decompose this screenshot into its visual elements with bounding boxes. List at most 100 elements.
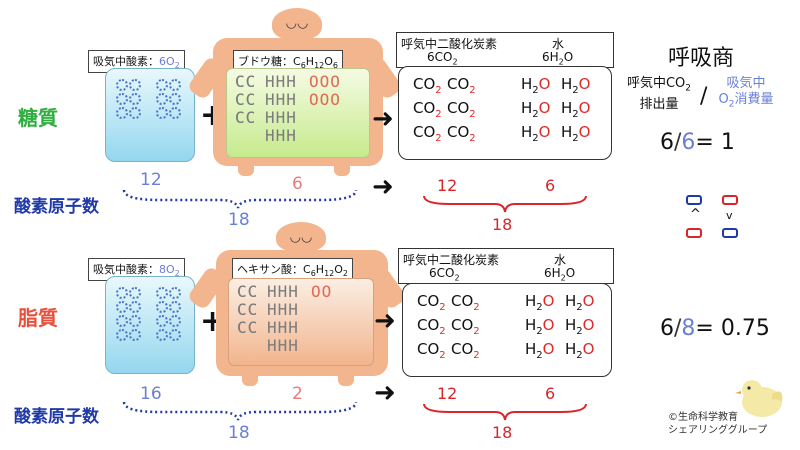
co2-molecule: CO2 (451, 316, 480, 337)
chick-mascot-icon (735, 380, 783, 417)
hydrogen-atoms: HHH (265, 90, 297, 109)
hydrogen-atoms: HHH (267, 282, 299, 301)
oxygen-atom-icon (169, 301, 181, 313)
oxygen-molecule-icon (116, 93, 148, 105)
oxygen-atom-icon (156, 329, 168, 341)
glucose-robot-left-leg (238, 164, 254, 176)
oxygen-atom-icon (169, 315, 181, 327)
lipid-rq-ratio: 6/8= 0.75 (660, 316, 770, 341)
compare-symbol-left: ^ (690, 207, 701, 222)
lipid-products-header: 呼気中二酸化炭素 水 6CO2 6H2O (398, 248, 614, 284)
glucose-robot-head: ◡◡‿ (272, 8, 322, 44)
oxygen-molecule-icon (116, 315, 148, 327)
oxygen-molecule-icon (156, 107, 188, 119)
oxygen-molecule-icon (116, 287, 148, 299)
lipid-molecule-tag: ヘキサン酸：C6H12O2 (232, 258, 354, 282)
lipid-robot-left-leg (242, 374, 258, 386)
oxygen-atom-icon (129, 79, 141, 91)
glucose-oxygen-arrow: ➜ (372, 172, 394, 202)
hydrogen-atoms: HHH (267, 336, 299, 355)
glucose-row-label: 糖質 (18, 106, 58, 130)
glucose-robot-right-leg (334, 164, 350, 176)
lipid-input-total: 18 (228, 423, 250, 443)
oxygen-atom-icon (129, 93, 141, 105)
glucose-input-brace (122, 189, 358, 209)
rq-numerator-line1: 呼気中CO (626, 76, 686, 91)
h2o-molecule: H2O (565, 292, 595, 313)
lipid-co2-oxygen-atoms: 12 (437, 384, 458, 403)
carbon-atoms: CC (235, 108, 257, 127)
h2o-molecule: H2O (525, 340, 555, 361)
carbon-atoms: CC (237, 318, 259, 337)
oxygen-atom-icon (129, 329, 141, 341)
co2-molecule: CO2 (413, 123, 442, 144)
compare-blue-bottom (722, 228, 738, 238)
oxygen-atom-icon (129, 287, 141, 299)
oxygen-atom-icon (116, 93, 128, 105)
oxygen-atom-icon (156, 301, 168, 313)
oxygen-molecule-icon (156, 79, 188, 91)
oxygen-atom-icon (116, 301, 128, 313)
oxygen-molecule-icon (156, 93, 188, 105)
glucose-input-total: 18 (228, 210, 250, 230)
h2o-molecule: H2O (561, 75, 591, 96)
glucose-oxygen-count-label: 酸素原子数 (14, 197, 99, 217)
h2o-molecule: H2O (521, 99, 551, 120)
hydrogen-atoms: HHH (267, 300, 299, 319)
carbon-atoms: CC (237, 282, 259, 301)
h2o-molecule: H2O (525, 292, 555, 313)
lipid-output-total: 18 (492, 423, 513, 442)
lipid-input-brace (122, 401, 358, 421)
oxygen-atom-icon (169, 93, 181, 105)
co2-molecule: CO2 (451, 340, 480, 361)
glucose-o2-box (105, 68, 195, 162)
oxygen-molecule-icon (156, 301, 188, 313)
molecule-atom-row: HHH (235, 127, 349, 145)
lipid-oxygen-count-label: 酸素原子数 (14, 407, 99, 427)
glucose-h2o-oxygen-atoms: 6 (545, 176, 556, 195)
molecule-atom-row: HHH (237, 337, 351, 355)
co2-molecule: CO2 (447, 99, 476, 120)
h2o-molecule: H2O (521, 75, 551, 96)
oxygen-atom-icon (156, 107, 168, 119)
glucose-output-brace (423, 195, 587, 213)
lipid-robot-right-leg (338, 374, 354, 386)
rq-denominator-line2: 消費量 (734, 92, 774, 107)
oxygen-atoms: OOO (309, 90, 341, 109)
glucose-molecule-tag: ブドウ糖：C6H12O6 (233, 50, 344, 74)
lipid-o2-oxygen-atoms: 16 (140, 384, 162, 404)
hydrogen-atoms: HHH (265, 126, 297, 145)
lipid-robot-head: ◡◡‿ (276, 222, 326, 257)
rq-numerator-line2: 排出量 (639, 96, 679, 112)
glucose-products-header: 呼気中二酸化炭素 水 6CO2 6H2O (396, 32, 614, 68)
oxygen-molecule-icon (116, 79, 148, 91)
credit-line1: ©生命科学教育 (668, 412, 738, 423)
co2-molecule: CO2 (447, 75, 476, 96)
oxygen-atom-icon (156, 79, 168, 91)
rq-denominator-line1: 吸気中 (726, 76, 766, 91)
robot-face-icon: ◡◡‿ (285, 16, 309, 44)
glucose-o2-tag: 吸気中酸素：6O2 (88, 50, 185, 74)
oxygen-molecule-icon (156, 287, 188, 299)
co2-molecule: CO2 (417, 340, 446, 361)
co2-molecule: CO2 (417, 292, 446, 313)
compare-blue-top (686, 195, 702, 205)
copyright-credit: ©生命科学教育 シェアリンググループ (668, 411, 767, 437)
glucose-output-total: 18 (492, 215, 513, 234)
oxygen-atom-icon (116, 329, 128, 341)
h2o-molecule: H2O (565, 316, 595, 337)
oxygen-atom-icon (156, 287, 168, 299)
oxygen-molecule-icon (116, 107, 148, 119)
lipid-oxygen-arrow: ➜ (374, 378, 396, 408)
oxygen-atom-icon (116, 79, 128, 91)
h2o-molecule: H2O (561, 123, 591, 144)
glucose-o2-oxygen-atoms: 12 (140, 170, 162, 190)
